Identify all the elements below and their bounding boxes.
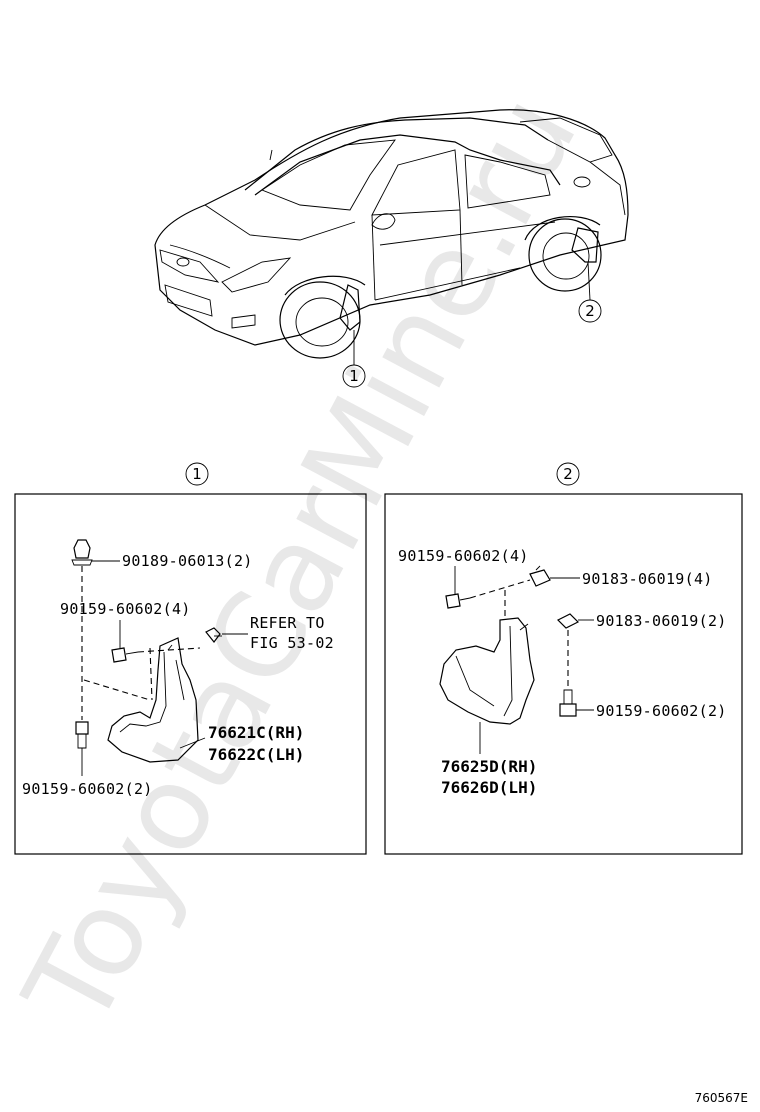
screw-icon <box>445 593 471 609</box>
nut-icon <box>529 565 551 587</box>
part-90159-60602-c: 90159-60602(4) <box>398 547 529 565</box>
part-90183-06019-b: 90183-06019(2) <box>596 612 727 630</box>
screw-icon <box>111 647 139 663</box>
part-90159-60602-a: 90159-60602(4) <box>60 600 191 618</box>
part-90183-06019-a: 90183-06019(4) <box>582 570 713 588</box>
part-90189-06013: 90189-06013(2) <box>122 552 253 570</box>
push-clip-icon <box>205 627 222 643</box>
panel-1: 90189-06013(2) 90159-60602(4) REFER TO F… <box>14 493 367 855</box>
part-76622C: 76622C(LH) <box>208 745 304 764</box>
svg-text:1: 1 <box>192 465 202 483</box>
mudflap-front <box>107 637 199 763</box>
figure-code: 760567E <box>695 1091 748 1105</box>
callout-1-panel: 1 <box>185 462 209 486</box>
car-illustration <box>154 109 629 365</box>
bolt-icon <box>559 689 577 717</box>
callout-1-car: 1 <box>342 364 366 388</box>
part-76625D: 76625D(RH) <box>441 757 537 776</box>
callout-2-car: 2 <box>578 299 602 323</box>
refer-to-text: REFER TO <box>250 614 325 632</box>
part-90159-60602-d: 90159-60602(2) <box>596 702 727 720</box>
refer-fig-text: FIG 53-02 <box>250 634 334 652</box>
svg-text:2: 2 <box>585 302 595 320</box>
mudflap-rear <box>439 617 535 725</box>
part-90159-60602-b: 90159-60602(2) <box>22 780 153 798</box>
callout-2-panel: 2 <box>556 462 580 486</box>
part-76626D: 76626D(LH) <box>441 778 537 797</box>
svg-text:1: 1 <box>349 367 359 385</box>
clip-icon <box>71 539 93 566</box>
bolt-icon <box>75 721 89 749</box>
panel-2: 90159-60602(4) 90183-06019(4) 90183-0601… <box>384 493 743 855</box>
nut-icon <box>556 613 580 629</box>
part-76621C: 76621C(RH) <box>208 723 304 742</box>
svg-text:2: 2 <box>563 465 573 483</box>
